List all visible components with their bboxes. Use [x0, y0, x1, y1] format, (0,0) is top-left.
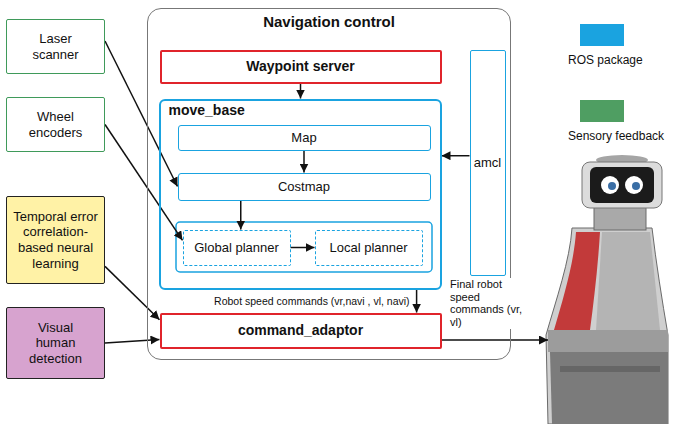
box-label: amcl [474, 155, 501, 171]
adaptor-box: command_adaptor [160, 313, 442, 349]
ros-package-box: amcl [470, 50, 506, 276]
box-label: Temporal error correlation-based neural … [10, 209, 101, 271]
map-box: Map [178, 125, 431, 152]
box-label: Waypoint server [246, 58, 354, 75]
flow-arrow [303, 151, 305, 172]
detection-box: Visual human detection [6, 307, 105, 379]
flow-arrow [291, 247, 315, 249]
package-heading: move_base [161, 101, 440, 119]
panel-title: Navigation control [148, 9, 510, 31]
box-label: Global planner [194, 240, 279, 256]
flow-arrow [442, 155, 470, 157]
planner-box: Global planner [183, 230, 291, 266]
planner-group-box [176, 222, 432, 272]
output-label: Final robot speed commands (vr, vl) [450, 278, 526, 329]
box-label: Costmap [278, 179, 330, 195]
learning-box: Temporal error correlation-based neural … [6, 196, 105, 284]
flow-arrow [105, 266, 160, 319]
flow-arrow [300, 84, 302, 99]
legend-text: ROS package [568, 54, 643, 68]
sensor-box: Laser scanner [6, 19, 105, 74]
box-label: command_adaptor [238, 322, 363, 339]
flow-arrow [240, 201, 242, 230]
edge-label: Robot speed commands (vr,navi , vl, navi… [212, 295, 412, 307]
output-arrow [442, 339, 548, 341]
planner-box: Local planner [315, 230, 423, 266]
server-box: Waypoint server [160, 50, 442, 84]
box-label: Laser scanner [25, 31, 87, 62]
flow-arrow [105, 125, 183, 241]
box-label: Wheel encoders [24, 109, 88, 140]
box-label: Visual human detection [21, 320, 91, 367]
box-label: Local planner [329, 240, 407, 256]
flow-arrow [105, 41, 178, 187]
flow-arrow [416, 290, 418, 313]
legend-text: Sensory feedback [568, 130, 664, 144]
robot-illustration [546, 155, 668, 424]
flow-arrow [105, 340, 160, 344]
legend-swatch [580, 100, 624, 122]
ros-package-box: move_baseMapCostmapGlobal planner Local p… [159, 99, 442, 290]
legend-swatch [580, 24, 624, 46]
costmap-box: Costmap [178, 173, 431, 201]
box-label: Map [291, 130, 316, 146]
sensor-box: Wheel encoders [6, 97, 105, 152]
